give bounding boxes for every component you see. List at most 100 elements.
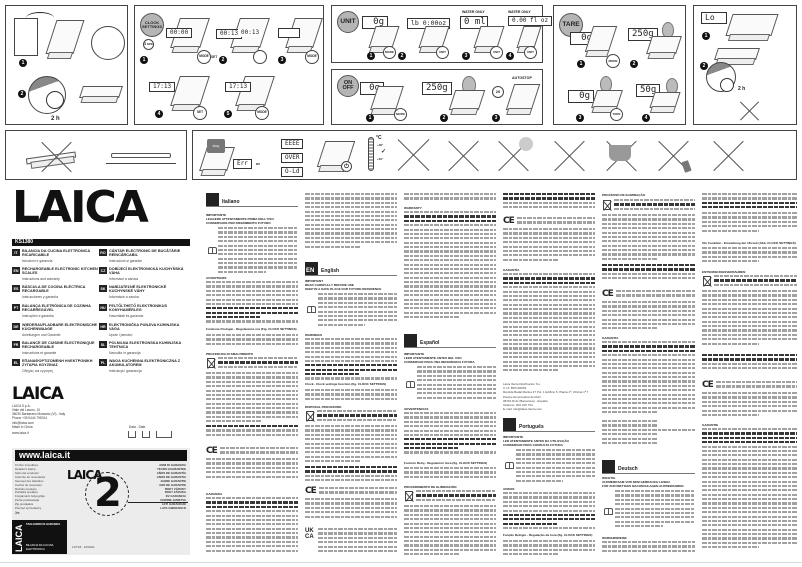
text-block — [404, 412, 496, 458]
temp-high: +40° — [377, 143, 384, 147]
scale-illustration — [714, 48, 760, 60]
section-header-english: EN English — [305, 262, 397, 276]
scale-illustration — [368, 26, 400, 48]
language-badge: EN — [305, 262, 318, 275]
website-link: www.laica.it — [12, 430, 29, 435]
language-subtitle: Instrucciones y garantía — [22, 295, 58, 299]
text-block — [503, 273, 595, 377]
date-boxes — [128, 431, 172, 438]
text-block — [615, 490, 695, 532]
scale-illustration — [646, 36, 682, 54]
lcd-display: 0g — [568, 90, 594, 103]
language-code: CZ — [99, 267, 107, 274]
language-subtitle: Instructions and warranty — [22, 277, 60, 281]
step-number: 2 — [398, 52, 406, 60]
text-block — [206, 497, 298, 557]
language-code: SK — [99, 285, 107, 292]
on-off-badge: ON OFF — [337, 75, 359, 97]
mode-button: MODE — [305, 50, 319, 64]
section-title: Deutsch — [618, 466, 638, 472]
clock-icon — [720, 78, 734, 92]
warranty-tag: LAICA TAGLIANDO DI GARANZIA BILANCIA DA … — [12, 520, 67, 554]
language-subtitle: Anleitungen und Garantie — [22, 333, 61, 337]
step-number: 2 — [219, 56, 227, 64]
language-code: EL — [12, 359, 20, 366]
ce-mark-icon: CE — [305, 486, 317, 496]
manual-book-icon — [505, 462, 514, 469]
weight-icon: 500g — [207, 139, 225, 153]
step-number: 4 — [506, 52, 514, 60]
unit-button: UNIT — [436, 46, 449, 59]
mode-button: MODE — [255, 106, 269, 120]
text-block — [305, 425, 397, 465]
charge-time-label: 2 h — [51, 116, 60, 122]
language-code: HR — [99, 323, 107, 330]
error-lcd: Err — [233, 159, 252, 169]
figure-clock-settings: CLOCK SETTINGS 3 sec 00:00 MODE SET 1 00… — [134, 5, 324, 125]
section-header-deutsch: Deutsch — [602, 460, 695, 474]
sun-icon — [519, 137, 533, 151]
address-line: LAICA S.p.A. — [12, 404, 31, 408]
error-code-eeee: EEEE — [281, 139, 304, 149]
text-block — [206, 458, 298, 484]
language-title: DOBÍJECÍ ELEKTRONICKÁ KUCHYŇSKÁ VÁHA — [109, 267, 184, 276]
wee-bin-icon — [603, 200, 611, 210]
scale-illustration — [170, 76, 210, 106]
manual-book-icon — [406, 381, 415, 388]
language-title: WAGA KUCHENNA ELEKTRONICZNA Z AKUMULATOR… — [109, 359, 181, 368]
warranty-tag-product: BILANCIA DA CUCINA ELETTRONICA — [26, 544, 54, 551]
wee-bin-icon — [207, 358, 215, 368]
lcd-display: 17:13 — [149, 82, 176, 92]
no-cleaning-icon — [549, 135, 589, 177]
lcd-display: 00:00 — [166, 28, 193, 38]
text-block — [602, 264, 695, 286]
text-block — [702, 354, 797, 376]
step-number: 1 — [19, 59, 27, 67]
scissors-icon: ✂ — [15, 511, 21, 517]
text-block — [318, 528, 397, 558]
lcd-display-blank — [278, 28, 300, 38]
brand-logo: LAICA — [12, 182, 149, 233]
text-block — [714, 275, 797, 289]
power-icon: ⏻ — [341, 161, 352, 172]
warnings-heading: AVISOS — [503, 487, 515, 491]
step-number: 4 — [642, 114, 650, 122]
figure-unboxing-charging: 1 2 2 h — [5, 5, 128, 125]
lcd-display: 250g — [422, 82, 452, 95]
error-code-old: O-Ld — [281, 167, 304, 177]
scale-charging-illustration — [79, 86, 123, 98]
figure-tare: TARE 0g MODE 1 250g 2 0g TARE 3 50g 4 — [553, 5, 686, 125]
language-subtitle: Instrukcja i gwarancja — [109, 369, 142, 373]
scale-illustration — [584, 26, 618, 52]
language-subtitle: Οδηγίες και εγγύηση — [22, 369, 53, 373]
language-code: PL — [99, 359, 107, 366]
step-number: 1 — [702, 32, 710, 40]
address-line: 36030 Barbarano Mossano (VI) - Italy — [12, 412, 66, 417]
text-block — [404, 193, 496, 205]
wee-bin-icon — [306, 411, 314, 421]
address-line: Viale del Lavoro, 10 — [12, 408, 41, 413]
language-title: BÁSCULA DE COCINA ELÉCTRICA RECARGABLE — [22, 285, 86, 294]
page-bottom-divider — [0, 562, 802, 563]
step-number: 3 — [492, 114, 500, 122]
warnings-heading: AVVERTENZE — [206, 276, 227, 280]
figure-placement — [5, 130, 187, 180]
text-block — [218, 227, 298, 275]
disposal-heading: PROCEDIMIENTO DE ELIMINACIÓN — [404, 485, 457, 489]
lot-number: LOT18 - 10/2021 — [72, 545, 95, 549]
disposal-heading: PROCESSO DE ELIMINAÇÃO — [602, 193, 646, 197]
ce-mark-icon: CE — [503, 216, 515, 226]
text-block — [702, 392, 797, 420]
warnings-heading: WARNINGS — [305, 333, 323, 337]
step-number: 3 — [576, 114, 584, 122]
lcd-display: 00:13 — [238, 29, 263, 37]
language-title: BALANÇA ELETRÓNICA DE COZINHA RECARREGÁV… — [22, 304, 91, 313]
distributor-address: Laica Iberia Distribución S.L. C.I.F. B6… — [503, 382, 589, 412]
step-number: 1 — [367, 52, 375, 60]
warnings-heading: WARNHINWEISE — [602, 536, 627, 540]
text-block — [702, 247, 797, 267]
text-block — [404, 211, 496, 321]
water-only-label: WATER ONLY — [508, 10, 531, 14]
step-number: 1 — [577, 60, 585, 68]
disposal-heading: DISPOSAL PROCEDURE — [305, 405, 342, 409]
